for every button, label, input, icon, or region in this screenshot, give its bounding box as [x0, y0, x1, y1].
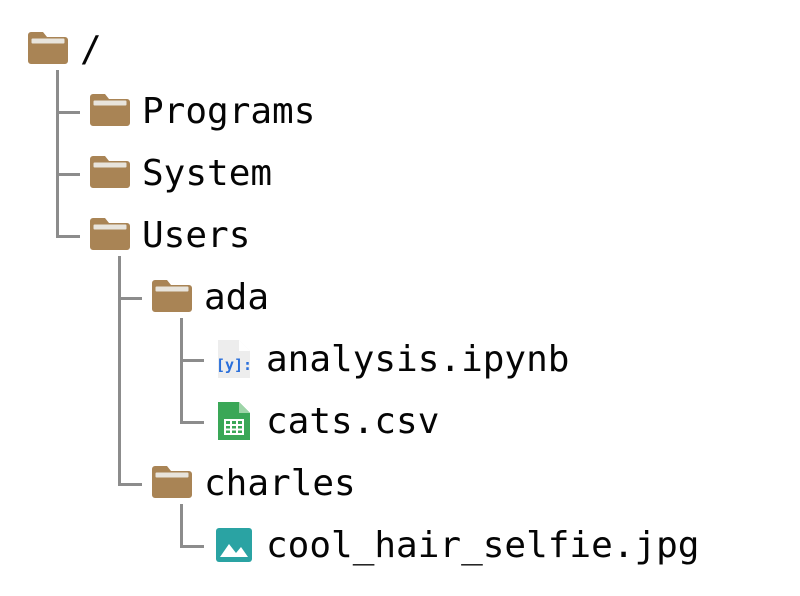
tree-node-label: cool_hair_selfie.jpg [266, 525, 700, 566]
tree-node-label: Users [142, 215, 251, 256]
folder-icon [88, 151, 132, 195]
tree-node-label: System [142, 153, 273, 194]
tree-connector-horizontal [180, 359, 204, 362]
tree-node-label: ada [204, 277, 270, 318]
tree-connector-vertical [118, 256, 121, 483]
tree-connector-horizontal [118, 483, 142, 486]
csv-file-icon [212, 399, 256, 443]
tree-node-label: charles [204, 463, 356, 504]
tree-node-label: Programs [142, 91, 316, 132]
tree-connector-vertical [56, 70, 59, 235]
tree-node-analysis[interactable]: [y]: analysis.ipynb [212, 328, 569, 390]
folder-icon [150, 461, 194, 505]
folder-icon [88, 89, 132, 133]
tree-connector-horizontal [180, 421, 204, 424]
tree-node-root[interactable]: / [26, 18, 102, 80]
tree-connector-vertical [180, 318, 183, 421]
tree-node-selfie[interactable]: cool_hair_selfie.jpg [212, 514, 699, 576]
tree-node-system[interactable]: System [88, 142, 272, 204]
tree-node-label: / [80, 29, 102, 70]
folder-icon [26, 27, 70, 71]
image-file-icon [212, 523, 256, 567]
folder-icon [88, 213, 132, 257]
tree-node-charles[interactable]: charles [150, 452, 356, 514]
tree-connector-horizontal [56, 173, 80, 176]
tree-node-label: analysis.ipynb [266, 339, 570, 380]
tree-connector-horizontal [180, 545, 204, 548]
tree-connector-horizontal [118, 297, 142, 300]
ipynb-file-icon: [y]: [212, 337, 256, 381]
tree-connector-vertical [180, 504, 183, 545]
tree-node-ada[interactable]: ada [150, 266, 269, 328]
folder-icon [150, 275, 194, 319]
tree-node-cats[interactable]: cats.csv [212, 390, 439, 452]
tree-node-label: cats.csv [266, 401, 440, 442]
tree-node-users[interactable]: Users [88, 204, 250, 266]
svg-text:[y]:: [y]: [216, 356, 252, 374]
tree-connector-horizontal [56, 235, 80, 238]
tree-connector-horizontal [56, 111, 80, 114]
tree-node-programs[interactable]: Programs [88, 80, 315, 142]
